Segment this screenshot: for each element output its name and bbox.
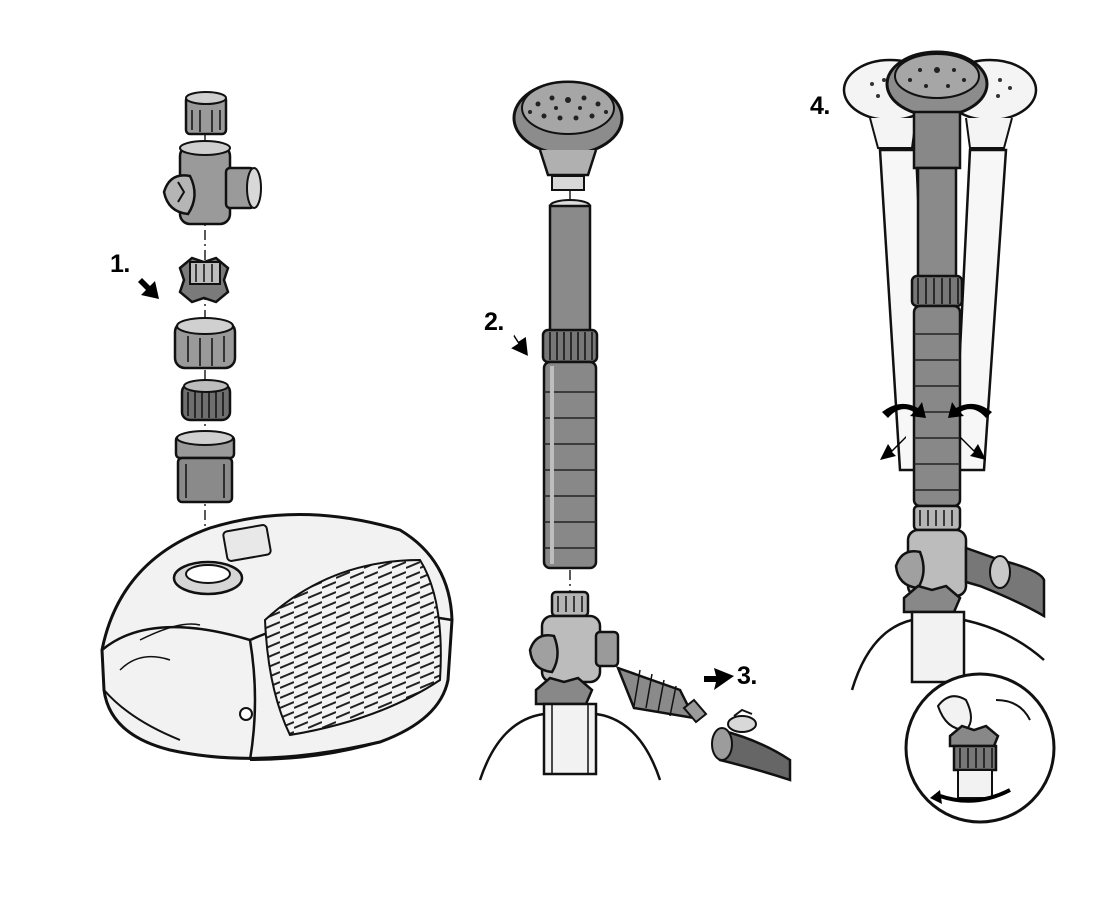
nozzle-position-center (885, 50, 989, 508)
panel-2-extension-assembly (478, 80, 792, 782)
pump-outlet-adapter (174, 430, 236, 504)
upper-extension-tube (548, 199, 592, 338)
tighten-arrow-icon (930, 790, 942, 804)
down-arrow-icon (138, 278, 159, 299)
t-valve-mounted (478, 590, 662, 781)
detail-inset-circle (904, 672, 1056, 824)
threaded-nipple (184, 91, 228, 136)
down-arrow-icon (511, 334, 528, 356)
step-1-label: 1. (110, 250, 130, 278)
t-valve (162, 140, 262, 226)
panel-4-adjust-angle (842, 50, 1056, 824)
ribbed-ring (180, 379, 232, 422)
fountain-pump (100, 513, 454, 761)
spray-nozzle-head (512, 80, 624, 191)
panel-1-exploded-view (100, 91, 454, 761)
t-valve-mounted-right (850, 504, 1046, 691)
hose-connector (615, 665, 708, 724)
hose-pipe (711, 708, 792, 782)
step-3-label: 3. (737, 662, 757, 690)
rotate-arrows-icon (880, 402, 992, 460)
step-4-label: 4. (810, 92, 830, 120)
step-2-label: 2. (484, 308, 504, 336)
push-arrow-icon (704, 668, 734, 690)
telescopic-riser-tube (541, 328, 599, 570)
star-adapter (178, 256, 230, 304)
union-nut (173, 317, 237, 370)
